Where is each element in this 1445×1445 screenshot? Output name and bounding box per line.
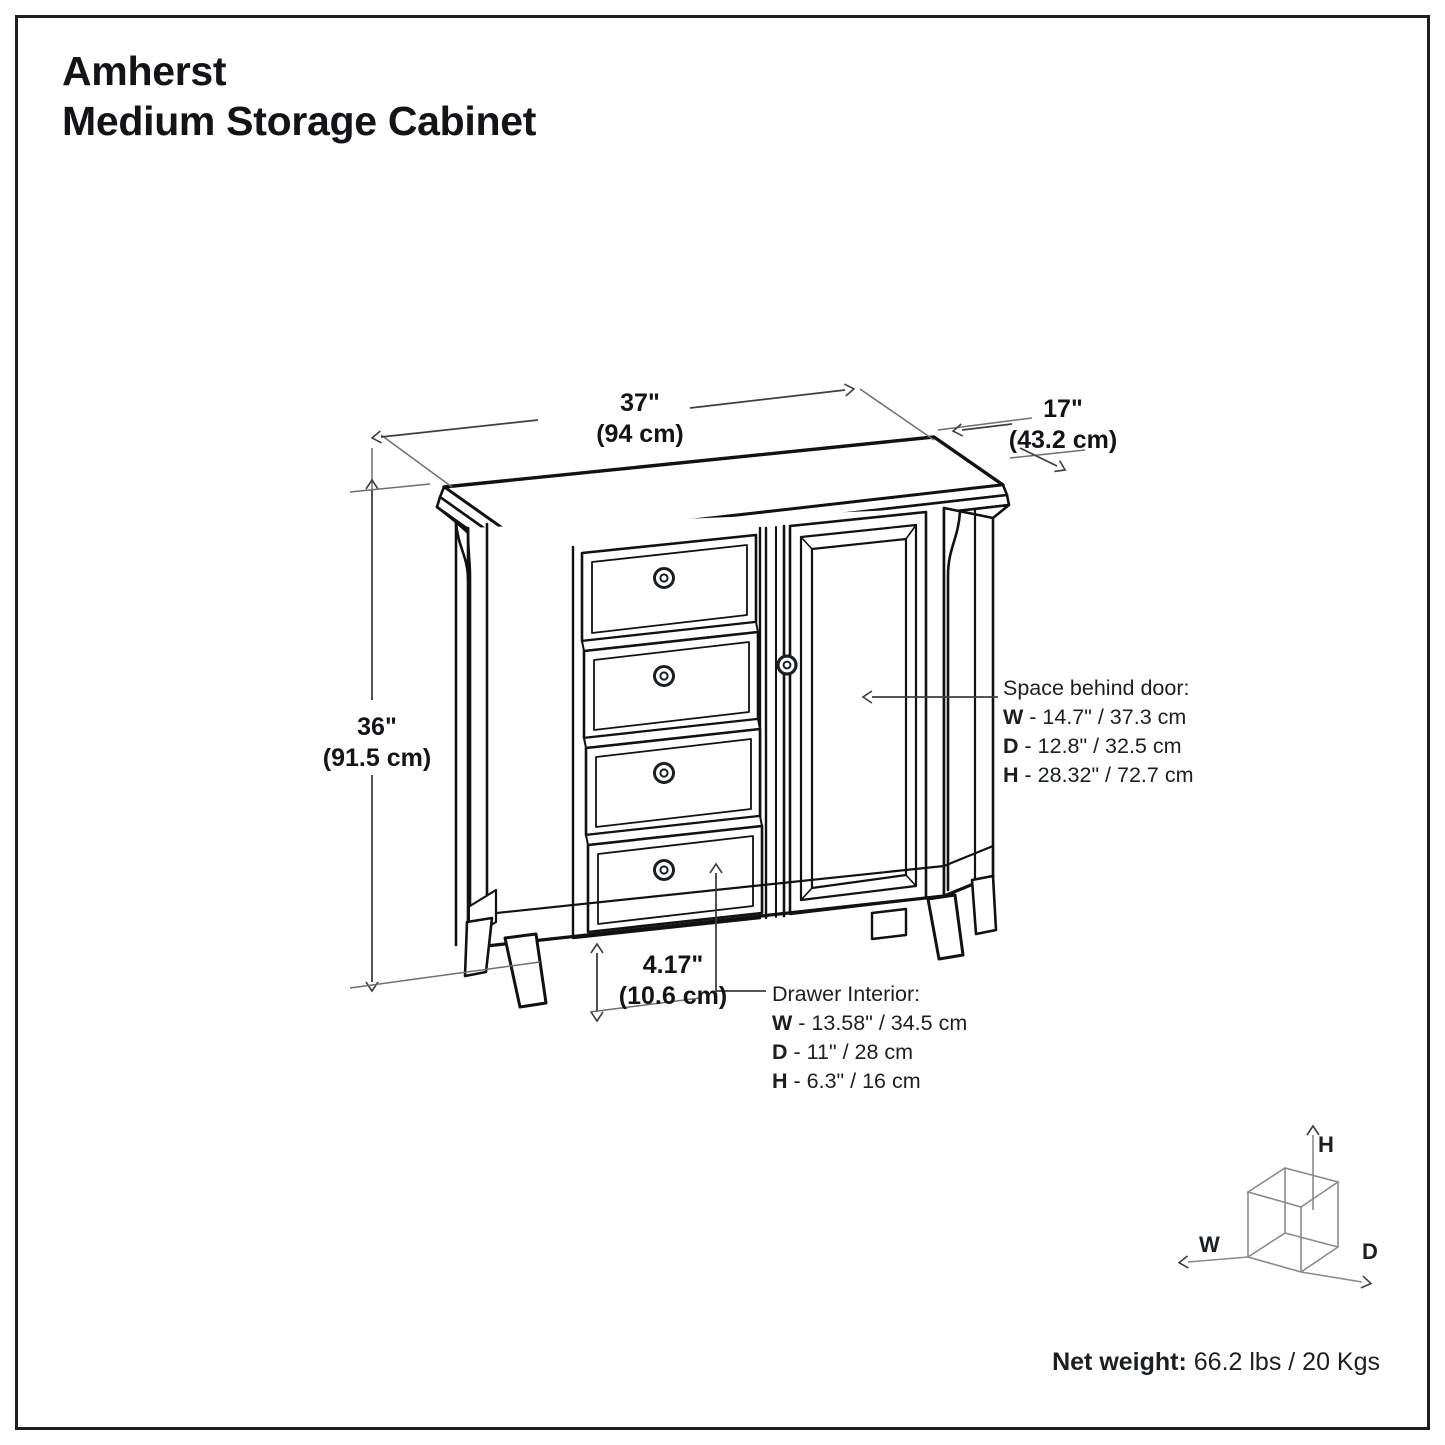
space-behind-door-row-h: H - 28.32" / 72.7 cm [1003,761,1193,790]
cabinet-legs [463,874,998,1009]
drawer-h-key: H [772,1069,788,1093]
height-metric: (91.5 cm) [322,744,432,772]
height-imperial: 36" [357,713,397,741]
drawer-4[interactable] [586,824,764,934]
width-dimension-label: 37" (94 cm) [540,388,740,450]
drawer-interior-leader [709,862,766,992]
leg-clearance-label: 4.17" (10.6 cm) [583,950,763,1012]
height-dimension [349,448,541,993]
drawer-d-value: - 11" / 28 cm [793,1040,914,1064]
leg-clearance-metric: (10.6 cm) [618,982,728,1010]
depth-dimension [937,417,1086,473]
depth-metric: (43.2 cm) [1008,426,1118,454]
space-w-key: W [1003,705,1024,729]
drawer-h-value: - 6.3" / 16 cm [793,1069,921,1093]
page-title: Amherst Medium Storage Cabinet [62,46,962,146]
width-dimension [370,383,935,488]
leg-clearance-imperial: 4.17" [642,951,704,979]
depth-imperial: 17" [1043,395,1083,423]
drawer-interior-callout: Drawer Interior: W - 13.58" / 34.5 cm D … [772,980,967,1096]
center-stile [764,524,786,920]
drawer-interior-heading: Drawer Interior: [772,982,921,1006]
net-weight-key: Net weight: [1052,1348,1187,1376]
drawer-3[interactable] [584,727,763,846]
net-weight: Net weight: 66.2 lbs / 20 Kgs [640,1348,1380,1377]
dimension-annotations [349,383,1086,1023]
legend-height-label: H [1318,1132,1334,1157]
product-brand: Amherst [62,48,227,94]
drawer-1[interactable] [580,533,759,652]
depth-dimension-label: 17" (43.2 cm) [963,394,1163,456]
space-behind-door-row-d: D - 12.8" / 32.5 cm [1003,732,1193,761]
space-h-value: - 28.32" / 72.7 cm [1024,763,1194,787]
drawer-d-key: D [772,1040,788,1064]
product-name: Medium Storage Cabinet [62,98,537,144]
space-behind-door-callout: Space behind door: W - 14.7" / 37.3 cm D… [1003,674,1193,790]
space-behind-door-heading: Space behind door: [1003,676,1190,700]
drawer-2[interactable] [582,630,761,749]
space-w-value: - 14.7" / 37.3 cm [1029,705,1187,729]
space-d-key: D [1003,734,1019,758]
height-dimension-label: 36" (91.5 cm) [282,712,472,774]
net-weight-value: 66.2 lbs / 20 Kgs [1193,1348,1380,1376]
legend-width-label: W [1199,1232,1220,1257]
drawer-w-key: W [772,1011,793,1035]
axis-legend-cube [1177,1124,1373,1289]
drawer-interior-row-h: H - 6.3" / 16 cm [772,1067,967,1096]
drawer-w-value: - 13.58" / 34.5 cm [798,1011,968,1035]
space-h-key: H [1003,763,1019,787]
drawer-interior-row-w: W - 13.58" / 34.5 cm [772,1009,967,1038]
width-metric: (94 cm) [596,420,684,448]
legend-depth-label: D [1362,1239,1378,1264]
drawer-interior-row-d: D - 11" / 28 cm [772,1038,967,1067]
space-behind-door-row-w: W - 14.7" / 37.3 cm [1003,703,1193,732]
cabinet-illustration [435,435,1011,1009]
width-imperial: 37" [620,389,660,417]
leg-clearance-dimension [589,942,701,1023]
cabinet-door[interactable] [776,510,928,916]
drawer-bank [571,526,764,940]
space-d-value: - 12.8" / 32.5 cm [1024,734,1182,758]
